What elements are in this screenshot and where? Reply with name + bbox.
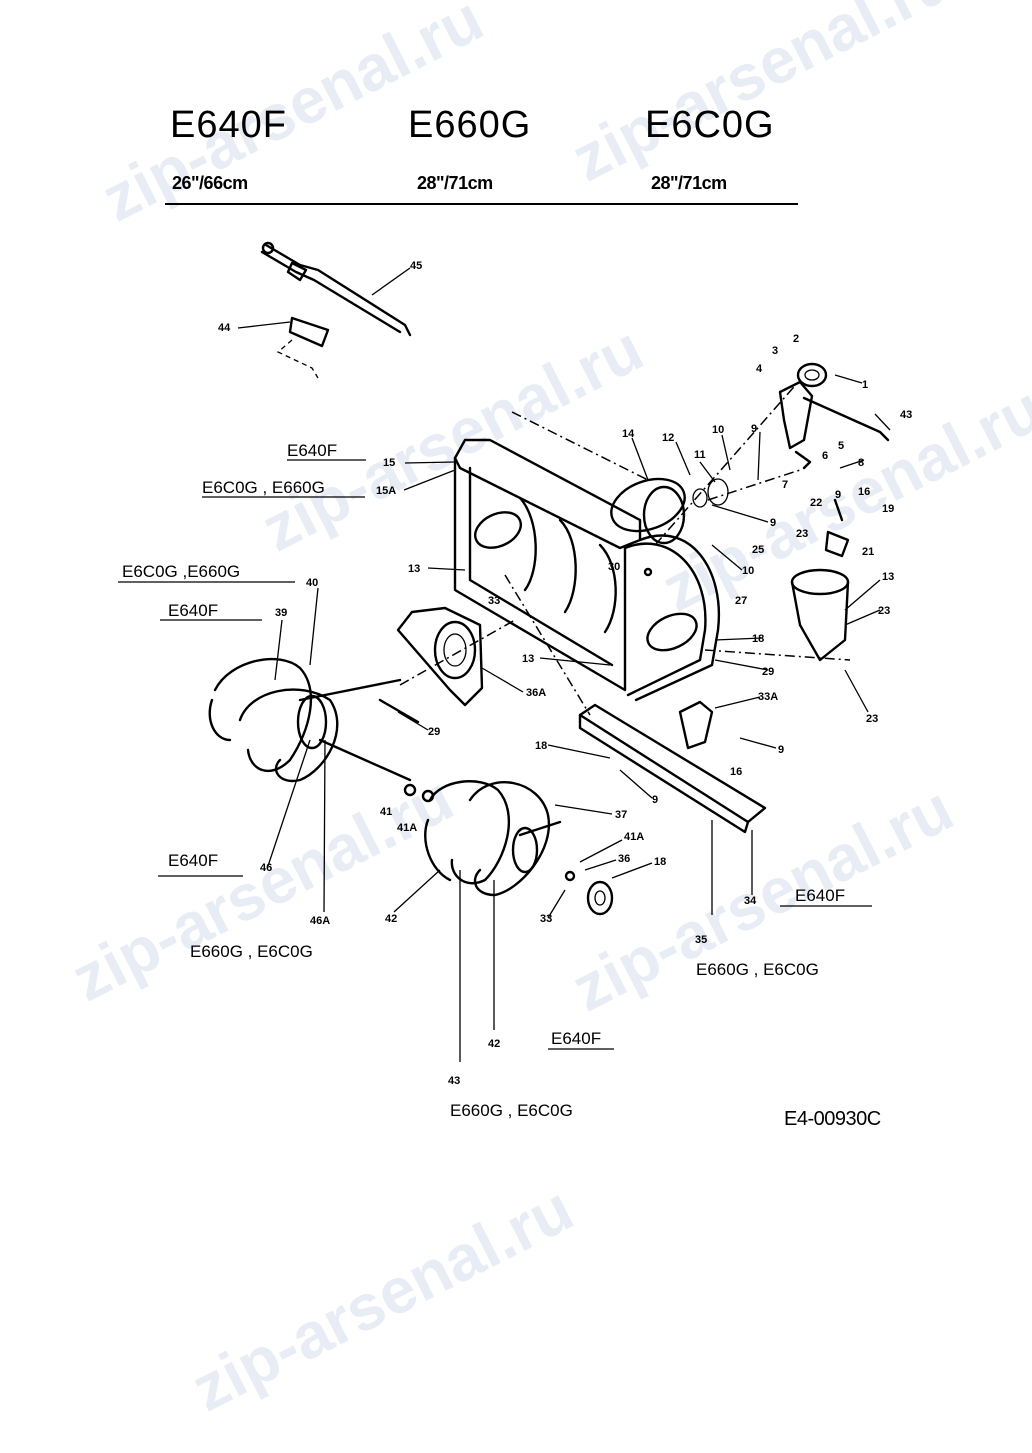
callout-41n: 42 [488, 1038, 500, 1050]
header-rule [165, 203, 798, 205]
callout-8: 8 [858, 457, 864, 469]
variant-shaft-alt: E660G , E6C0G [190, 942, 313, 961]
callout-14: 14 [622, 428, 635, 440]
callout-22b: 23 [878, 605, 890, 617]
callout-6: 6 [822, 450, 828, 462]
callout-26b: 29 [428, 726, 440, 738]
callout-11: 11 [694, 449, 706, 461]
variant-scraper-e640f: E640F [795, 886, 845, 905]
variant-right-auger-e640f: E640F [551, 1029, 601, 1048]
model-e6c0g: E6C0G [645, 104, 775, 146]
callout-25: 27 [735, 595, 747, 607]
variant-underlines [118, 459, 872, 1050]
callout-22c: 23 [866, 713, 878, 725]
callout-27: 30 [608, 561, 620, 573]
assembly-lines [399, 379, 851, 716]
callout-4: 4 [756, 363, 763, 375]
callout-15: 15 [383, 457, 395, 469]
callout-15a: 15A [376, 485, 396, 497]
variant-auger-alt: E6C0G ,E660G [122, 562, 240, 581]
callout-16: 16 [858, 486, 870, 498]
callout-46a: 46A [310, 915, 330, 927]
callout-13c: 13 [522, 653, 534, 665]
variant-scraper-alt: E660G , E6C0G [696, 960, 819, 979]
chute-bracket-drawing [778, 362, 890, 470]
callout-39: 41 [380, 806, 392, 818]
callout-34: 36 [618, 853, 630, 865]
drive-shaft-drawing [260, 241, 412, 337]
callout-23: 25 [752, 544, 764, 556]
variant-housing-e640f: E640F [287, 441, 337, 460]
callout-19: 19 [882, 503, 894, 515]
callout-35: 36A [526, 687, 546, 699]
impeller-drawing [610, 477, 729, 545]
auger-housing-drawing [453, 438, 721, 702]
callout-30: 33A [758, 691, 778, 703]
callout-44: 45 [410, 260, 422, 272]
callout-10: 10 [712, 424, 724, 436]
skid-drawing [678, 700, 714, 750]
callout-41a: 43 [448, 1075, 460, 1087]
callout-29b: 33 [540, 913, 552, 925]
shaft-key-drawing [276, 316, 330, 379]
callout-43: 43 [900, 409, 912, 421]
hardware-drawing [378, 698, 435, 803]
callout-3: 3 [772, 345, 778, 357]
drawing-code: E4-00930C [784, 1108, 881, 1130]
callout-18b: 18 [535, 740, 547, 752]
size-e6c0g: 28"/71cm [651, 173, 727, 193]
variant-housing-alt: E6C0G , E660G [202, 478, 325, 497]
callout-45: 44 [218, 322, 231, 334]
callout-29a: 33 [488, 595, 500, 607]
callout-9d: 9 [778, 744, 784, 756]
variant-right-auger-alt: E660G , E6C0G [450, 1101, 573, 1120]
callout-16b: 16 [730, 766, 742, 778]
scraper-bar-drawing [578, 703, 767, 834]
callout-13b: 13 [882, 571, 894, 583]
callout-9e: 9 [652, 794, 658, 806]
callout-36a: 40 [306, 577, 318, 589]
callout-5: 5 [838, 440, 844, 452]
callout-37: 37 [615, 809, 627, 821]
leader-lines [237, 267, 891, 1062]
callout-7: 7 [782, 479, 788, 491]
bearing-drawing [564, 870, 614, 916]
callout-18a: 18 [752, 633, 764, 645]
variant-shaft-e640f: E640F [168, 851, 218, 870]
callout-42: 42 [385, 913, 397, 925]
callout-9c: 9 [770, 517, 776, 529]
right-auger-drawing [424, 780, 562, 897]
variant-auger-e640f: E640F [168, 601, 218, 620]
size-e640f: 26"/66cm [172, 173, 248, 193]
impeller-guard-drawing [396, 606, 484, 707]
callout-13a: 13 [408, 563, 420, 575]
callout-9b: 9 [835, 489, 841, 501]
callout-26a: 29 [762, 666, 774, 678]
callout-40b: 41A [624, 831, 644, 843]
callout-33a: 35 [695, 934, 707, 946]
callout-21: 21 [862, 546, 874, 558]
callout-36: 39 [275, 607, 287, 619]
callout-18c: 18 [654, 856, 666, 868]
chute-base-drawing [790, 498, 850, 662]
size-e660g: 28"/71cm [417, 173, 493, 193]
model-e660g: E660G [408, 104, 532, 146]
callout-20: 22 [810, 497, 822, 509]
callout-12: 12 [662, 432, 674, 444]
callout-22a: 23 [796, 528, 808, 540]
callout-9: 9 [751, 423, 757, 435]
callout-10b: 10 [742, 565, 754, 577]
callout-1: 1 [862, 379, 868, 391]
callout-2: 2 [793, 333, 799, 345]
callout-40a: 41A [397, 822, 417, 834]
callout-46: 46 [260, 862, 272, 874]
model-e640f: E640F [170, 104, 287, 146]
callout-33: 34 [744, 895, 757, 907]
left-auger-drawing [208, 657, 412, 783]
